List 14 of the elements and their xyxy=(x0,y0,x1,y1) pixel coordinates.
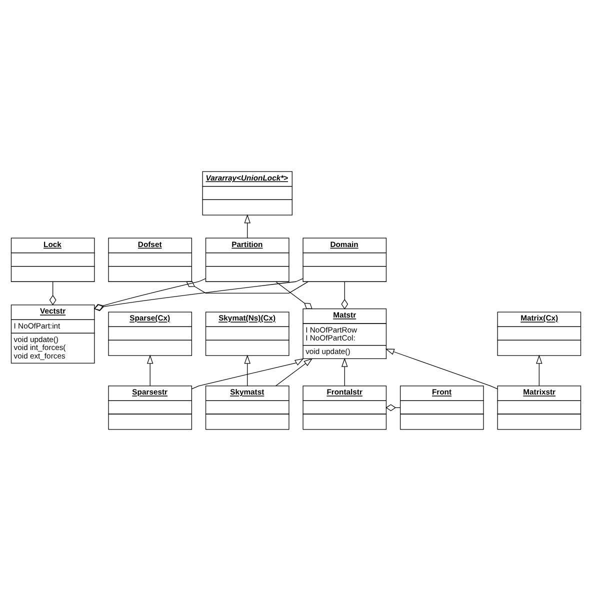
connector xyxy=(94,278,304,312)
arrow xyxy=(536,354,542,386)
connector xyxy=(94,278,206,310)
arrow xyxy=(146,354,154,386)
arrow xyxy=(244,214,250,238)
arrow xyxy=(385,348,498,390)
arrow xyxy=(275,358,313,386)
arrow xyxy=(191,358,304,390)
connector xyxy=(186,281,308,294)
connector xyxy=(276,281,312,310)
arrow xyxy=(342,358,348,386)
arrow xyxy=(244,354,250,386)
connector xyxy=(49,281,56,306)
connector xyxy=(341,281,348,310)
